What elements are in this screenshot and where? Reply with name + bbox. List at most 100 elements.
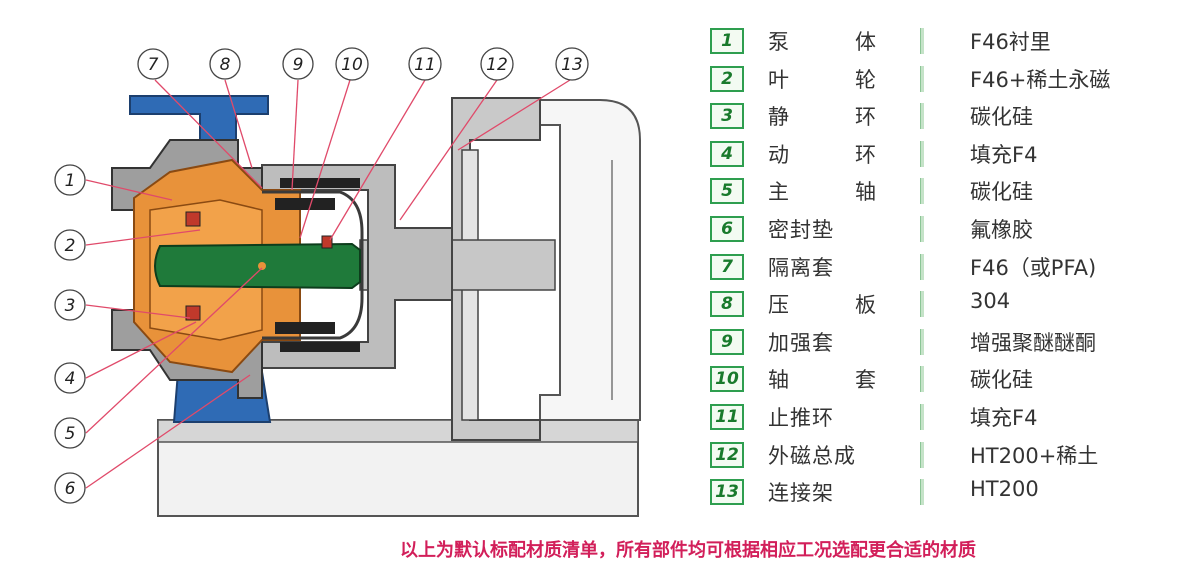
part-number-badge: 12 (710, 441, 744, 468)
part-name: 泵 体 (768, 30, 876, 54)
row-divider (920, 403, 924, 430)
part-name: 压 板 (768, 293, 876, 318)
outlet-flange (129, 95, 269, 141)
part-material: 碳化硅 (970, 368, 1033, 393)
part-material: 碳化硅 (970, 180, 1033, 205)
callout-label: 13 (561, 55, 583, 75)
base-rail (157, 419, 639, 443)
part-name: 密封垫 (768, 217, 834, 242)
callout-10: 10 (335, 47, 369, 81)
part-number-badge: 1 (710, 28, 744, 54)
part-material: F46（或PFA) (970, 255, 1097, 280)
callout-3: 3 (54, 289, 86, 321)
part-number-badge: 4 (710, 140, 744, 167)
callout-label: 10 (341, 55, 363, 75)
row-divider (920, 253, 924, 280)
callout-label: 7 (148, 55, 159, 75)
part-number-badge: 8 (710, 291, 744, 318)
callout-13: 13 (555, 47, 589, 81)
motor-housing (539, 99, 641, 421)
row-divider (920, 178, 924, 205)
parts-row: 4 动 环 填充F4 (708, 135, 1188, 173)
main-shaft (154, 242, 361, 290)
row-divider (920, 441, 924, 468)
part-material: HT200 (970, 477, 1039, 502)
part-name: 叶 轮 (768, 67, 876, 92)
row-divider (920, 328, 924, 355)
callout-1: 1 (54, 164, 86, 196)
callout-7: 7 (137, 48, 169, 80)
outer-magnet-top (280, 178, 360, 188)
callout-11: 11 (408, 47, 442, 81)
callout-8: 8 (209, 48, 241, 80)
isolation-sleeve (262, 190, 364, 340)
part-name: 连接架 (768, 481, 834, 506)
part-material: F46衬里 (970, 30, 1051, 54)
part-number-badge: 5 (710, 178, 744, 205)
parts-row: 13 连接架 HT200 (708, 473, 1188, 511)
part-material: 氟橡胶 (970, 217, 1033, 242)
part-name: 主 轴 (768, 180, 876, 205)
outer-magnet-bottom (280, 342, 360, 352)
part-number-badge: 7 (710, 253, 744, 280)
row-divider (920, 103, 924, 130)
callout-label: 4 (65, 369, 76, 389)
part-material: 填充F4 (970, 405, 1038, 430)
parts-row: 11 止推环 填充F4 (708, 398, 1188, 436)
inner-magnet-top (275, 198, 335, 210)
part-name: 止推环 (768, 405, 834, 430)
part-name: 外磁总成 (768, 443, 856, 468)
part-name: 隔离套 (768, 255, 834, 280)
callout-label: 5 (65, 424, 76, 444)
parts-row: 10 轴 套 碳化硅 (708, 360, 1188, 398)
parts-row: 8 压 板 304 (708, 285, 1188, 323)
callout-label: 2 (65, 236, 76, 256)
inner-magnet-bottom (275, 322, 335, 334)
callout-12: 12 (480, 47, 514, 81)
callout-4: 4 (54, 362, 86, 394)
callout-label: 6 (65, 479, 76, 499)
row-divider (920, 479, 924, 506)
static-ring-top (185, 211, 201, 227)
callout-6: 6 (54, 472, 86, 504)
parts-row: 6 密封垫 氟橡胶 (708, 210, 1188, 248)
callout-2: 2 (54, 229, 86, 261)
pump-cross-section-diagram: 1 2 3 4 5 6 7 8 9 10 11 12 13 (54, 47, 641, 517)
part-number-badge: 9 (710, 328, 744, 355)
part-name: 动 环 (768, 142, 876, 167)
callout-label: 8 (220, 55, 231, 75)
callout-label: 1 (65, 171, 76, 191)
part-material: 填充F4 (970, 142, 1038, 167)
part-material: 增强聚醚醚酮 (970, 330, 1096, 355)
callout-label: 9 (293, 55, 304, 75)
part-name: 静 环 (768, 105, 876, 130)
part-material: HT200+稀土 (970, 443, 1099, 468)
callout-label: 11 (414, 55, 436, 75)
part-number-badge: 3 (710, 103, 744, 130)
part-name: 加强套 (768, 330, 834, 355)
parts-row: 7 隔离套 F46（或PFA) (708, 248, 1188, 286)
thrust-ring (321, 235, 333, 249)
row-divider (920, 28, 924, 54)
part-material: 304 (970, 289, 1011, 314)
part-number-badge: 10 (710, 366, 744, 393)
row-divider (920, 215, 924, 242)
callout-label: 12 (486, 55, 508, 75)
parts-row: 12 外磁总成 HT200+稀土 (708, 436, 1188, 474)
part-material: 碳化硅 (970, 105, 1033, 130)
row-divider (920, 140, 924, 167)
callout-5: 5 (54, 417, 86, 449)
part-name: 轴 套 (768, 368, 876, 393)
callout-label: 3 (65, 296, 76, 316)
part-number-badge: 6 (710, 215, 744, 242)
part-number-badge: 13 (710, 479, 744, 506)
part-number-badge: 11 (710, 403, 744, 430)
static-ring-bottom (185, 305, 201, 321)
callout-9: 9 (282, 48, 314, 80)
parts-row: 1 泵 体 F46衬里 (708, 22, 1188, 60)
part-number-badge: 2 (710, 65, 744, 92)
row-divider (920, 366, 924, 393)
leader-lines (85, 79, 571, 489)
